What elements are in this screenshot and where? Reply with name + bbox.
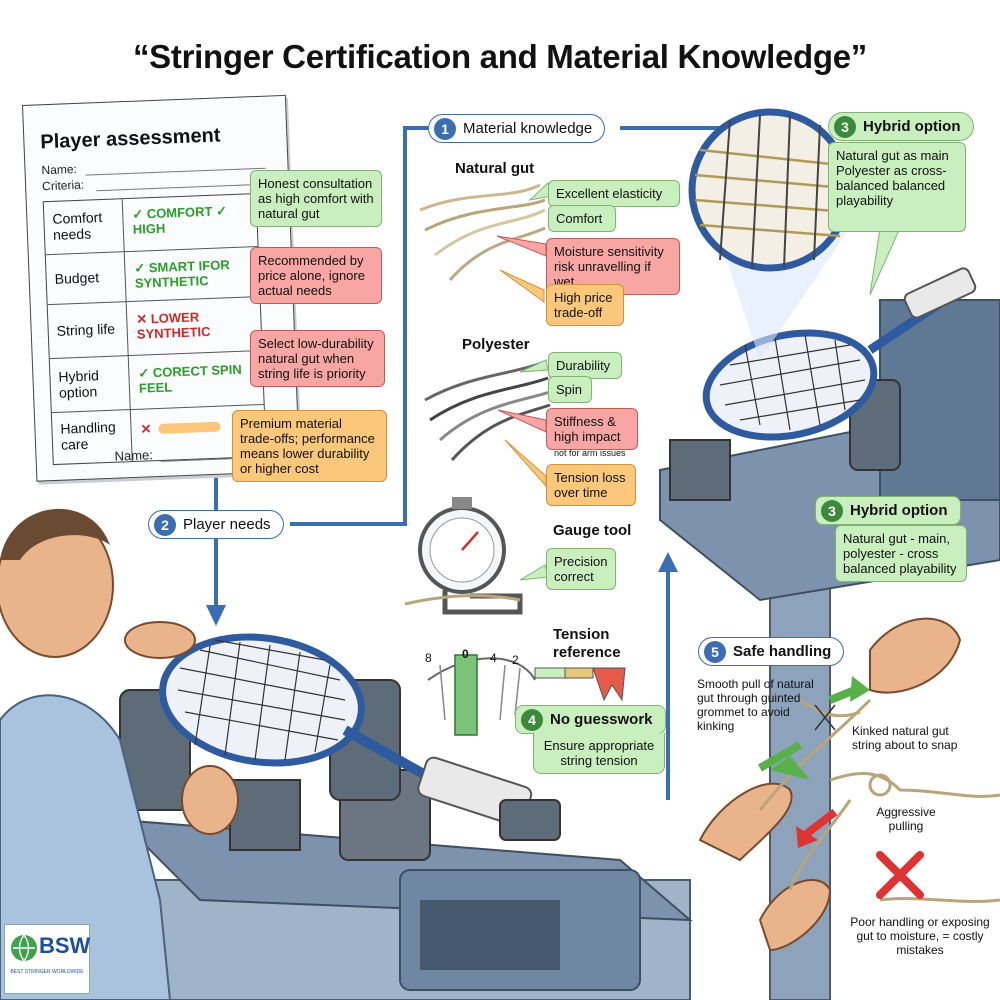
- tension-heading: Tension reference: [553, 626, 621, 661]
- step-hybrid-option-bottom: 3 Hybrid option: [815, 496, 961, 525]
- step-number: 3: [821, 500, 843, 522]
- row-mark: ✓ CORECT SPIN FEEL: [138, 361, 242, 396]
- polyester-spin: Spin: [548, 376, 592, 403]
- handling-aggressive: Aggressive pulling: [876, 805, 936, 833]
- row-label: Hybrid option: [58, 367, 100, 401]
- polyester-stiffness-note: not for arm issues: [554, 448, 626, 458]
- polyester-stiffness: Stiffness & high impact not for arm issu…: [546, 408, 638, 458]
- handling-smooth-pull: Smooth pull of natural gut through guint…: [697, 677, 814, 733]
- step-number: 1: [434, 118, 456, 140]
- tension-tick: 8: [425, 651, 432, 665]
- table-row: String life ✕ LOWER SYNTHETIC: [47, 296, 262, 360]
- pointer-hybrid-top: [869, 227, 901, 296]
- row-mark: ✕ LOWER SYNTHETIC: [136, 309, 211, 342]
- flow-arrow-head-up: [658, 552, 678, 572]
- polyester-heading: Polyester: [462, 336, 530, 353]
- polyester-stiffness-text: Stiffness & high impact: [554, 414, 621, 444]
- polyester-strands: [424, 360, 551, 462]
- stringing-machine-left: [117, 679, 693, 1000]
- natural-gut-comfort: Comfort: [548, 205, 616, 232]
- table-row: Comfort needs ✓ COMFORT ✓ HIGH: [44, 194, 258, 254]
- tension-dial: [427, 654, 626, 736]
- criteria-label: Criteria:: [41, 177, 85, 194]
- step-hybrid-option-top: 3 Hybrid option: [828, 112, 974, 141]
- step-number: 5: [704, 641, 726, 663]
- row-label: String life: [56, 320, 116, 339]
- natural-gut-strands: [419, 183, 546, 281]
- table-row: Hybrid option ✓ CORECT SPIN FEEL: [49, 349, 264, 414]
- pointer-natural-gut-3: [496, 235, 547, 257]
- string-magnifier: [688, 108, 855, 360]
- gauge-tool: [404, 497, 523, 615]
- step-number: 2: [154, 514, 176, 536]
- handling-poor: Poor handling or exposing gut to moistur…: [850, 915, 990, 957]
- page-title: “Stringer Certification and Material Kno…: [132, 38, 867, 75]
- step-material-knowledge: 1 Material knowledge: [428, 114, 606, 143]
- step-label: Material knowledge: [463, 120, 593, 137]
- step-label: Player needs: [183, 516, 271, 533]
- stringer-person: [0, 508, 239, 1000]
- step-player-needs: 2 Player needs: [148, 510, 284, 539]
- row-mark: ✓ COMFORT ✓ HIGH: [131, 203, 228, 237]
- globe-icon: [11, 934, 37, 962]
- natural-gut-elasticity: Excellent elasticity: [548, 180, 680, 207]
- polyester-tension-loss: Tension loss over time: [546, 464, 636, 506]
- natural-gut-heading: Natural gut: [455, 160, 535, 177]
- handling-hands: [698, 617, 1000, 952]
- step-label: Safe handling: [733, 643, 832, 660]
- footer-name-label: Name:: [114, 447, 154, 464]
- criteria-line: [96, 183, 267, 192]
- gauge-precision: Precision correct: [546, 548, 616, 590]
- tension-callout: Ensure appropriate string tension: [533, 733, 665, 774]
- hybrid-top-description: Natural gut as main Polyester as cross- …: [828, 142, 966, 232]
- racket-left: [159, 633, 561, 841]
- bsw-logo: BSW BEST STRINGER WORLDWIDE: [4, 924, 90, 994]
- step-number: 3: [834, 116, 856, 138]
- callout-recommended-by-price: Recommended by price alone, ignore actua…: [250, 247, 382, 304]
- step-number: 4: [521, 709, 543, 731]
- name-label: Name:: [41, 161, 78, 178]
- step-label: Hybrid option: [850, 502, 948, 519]
- logo-subtext: BEST STRINGER WORLDWIDE: [10, 969, 84, 975]
- row-label: Comfort needs: [52, 209, 103, 243]
- row-label: Budget: [54, 269, 100, 287]
- row-mark: ✓ SMART IFOR SYNTHETIC: [134, 257, 230, 291]
- hybrid-bottom-description: Natural gut - main, polyester - cross ba…: [835, 525, 967, 582]
- step-label: No guesswork: [550, 711, 653, 728]
- tension-tick: 0: [462, 647, 469, 661]
- step-label: Hybrid option: [863, 118, 961, 135]
- assessment-title: Player assessment: [40, 124, 221, 154]
- pointer-natural-gut-4: [499, 269, 545, 303]
- step-no-guesswork: 4 No guesswork: [515, 705, 666, 734]
- pointer-poly-4: [504, 439, 547, 488]
- polyester-durability: Durability: [548, 352, 622, 379]
- flow-arrow-needs-to-material: [290, 126, 428, 526]
- pointer-poly-1: [519, 359, 549, 373]
- callout-premium-tradeoffs: Premium material trade-offs; performance…: [232, 410, 387, 482]
- callout-select-low-durability: Select low-durability natural gut when s…: [250, 330, 385, 387]
- tension-tick: 4: [490, 651, 497, 665]
- flow-arrow-head-down: [206, 605, 226, 626]
- step-safe-handling: 5 Safe handling: [698, 637, 845, 666]
- natural-gut-price: High price trade-off: [546, 284, 624, 326]
- gauge-heading: Gauge tool: [553, 522, 632, 539]
- pointer-gauge: [519, 564, 549, 581]
- logo-text: BSW: [39, 933, 91, 958]
- highlight-bar: [158, 421, 221, 434]
- callout-honest-consultation: Honest consultation as high comfort with…: [250, 170, 382, 227]
- tension-tick: 2: [512, 653, 519, 667]
- handling-kinked: Kinked natural gut string about to snap: [852, 724, 958, 752]
- name-line: [85, 167, 266, 176]
